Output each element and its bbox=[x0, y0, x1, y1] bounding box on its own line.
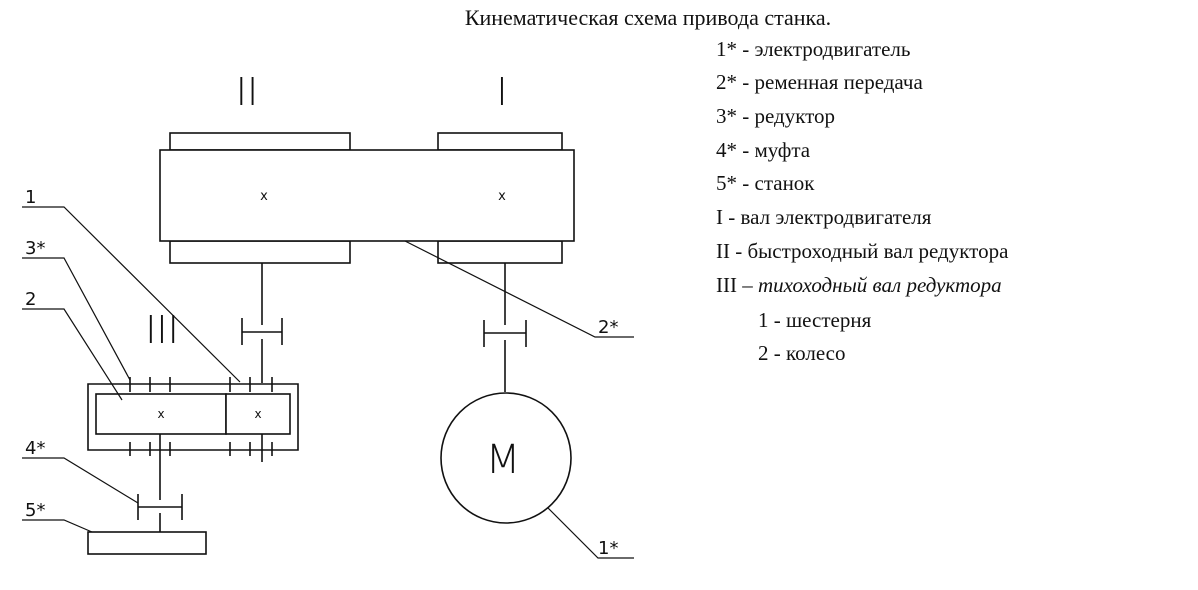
motor-circle bbox=[440, 392, 572, 524]
shaft-label-ii: II bbox=[236, 70, 258, 114]
center-mark: x bbox=[260, 189, 268, 204]
legend-item: 2* - ременная передача bbox=[716, 70, 923, 94]
shaft-label-iii: III bbox=[145, 308, 179, 352]
callout-3-star: 3* bbox=[25, 238, 45, 259]
shaft-label-i: I bbox=[496, 70, 507, 114]
electric-motor: M bbox=[440, 392, 572, 524]
callout-2: 2 bbox=[25, 289, 36, 310]
pulley-i-top bbox=[437, 132, 563, 151]
legend-item: 3* - редуктор bbox=[716, 104, 835, 128]
pulley-ii-bottom bbox=[169, 240, 351, 264]
pulley-ii-top bbox=[169, 132, 351, 151]
center-mark: x bbox=[498, 189, 506, 204]
legend-item: I - вал электродвигателя bbox=[716, 205, 932, 229]
callout-2-star: 2* bbox=[598, 317, 618, 338]
callout-1: 1 bbox=[25, 187, 36, 208]
legend-item: 1* - электродвигатель bbox=[716, 37, 910, 61]
belt-drive: x x bbox=[159, 132, 575, 264]
legend-item: III – тихоходный вал редуктора bbox=[716, 273, 1002, 297]
callout-5-star: 5* bbox=[25, 500, 45, 521]
belt bbox=[159, 149, 575, 242]
shaft-i bbox=[483, 263, 527, 392]
legend-item: 4* - муфта bbox=[716, 138, 811, 162]
legend: 1* - электродвигатель 2* - ременная пере… bbox=[716, 37, 1009, 365]
diagram-title: Кинематическая схема привода станка. bbox=[465, 5, 831, 30]
legend-item: 1 - шестерня bbox=[758, 308, 872, 332]
legend-item: 5* - станок bbox=[716, 171, 815, 195]
callouts: 1 3* 2 4* 5* 2* 1* bbox=[22, 187, 634, 559]
shaft-iii bbox=[87, 434, 207, 555]
shaft-ii bbox=[241, 263, 283, 383]
reducer: x x bbox=[87, 377, 299, 462]
center-mark: x bbox=[157, 407, 164, 421]
gear-pinion bbox=[225, 393, 291, 435]
pulley-i-bottom bbox=[437, 240, 563, 264]
callout-4-star: 4* bbox=[25, 438, 45, 459]
motor-label: M bbox=[486, 437, 521, 483]
center-mark: x bbox=[254, 407, 261, 421]
machine-tool bbox=[87, 531, 207, 555]
callout-1-star: 1* bbox=[598, 538, 618, 559]
legend-item: II - быстроходный вал редуктора bbox=[716, 239, 1009, 263]
legend-item: 2 - колесо bbox=[758, 341, 846, 365]
